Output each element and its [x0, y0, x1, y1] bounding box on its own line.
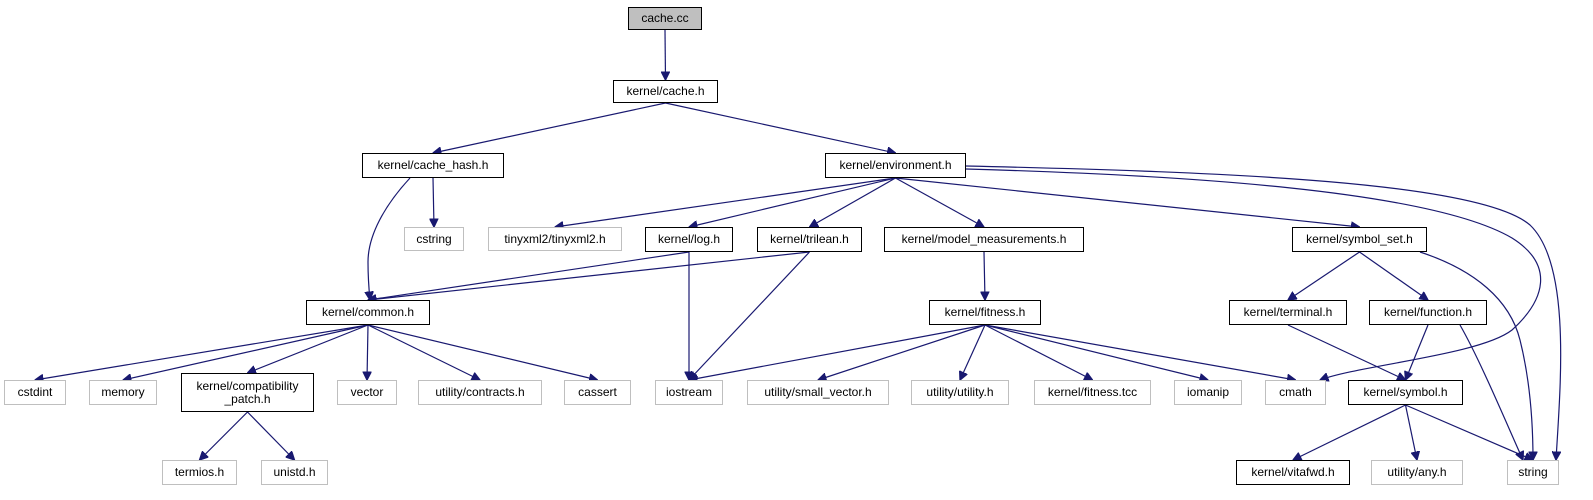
edge-cache-cc-to-kernel-cache-h: [665, 29, 666, 80]
edge-kernel-environment-h-to-kernel-model-measurements-h: [895, 177, 985, 227]
node-iostream[interactable]: iostream: [655, 380, 723, 405]
node-cmath[interactable]: cmath: [1265, 380, 1326, 405]
edge-kernel-environment-h-to-kernel-trilean-h: [810, 177, 896, 227]
edge-kernel-common-h-to-cassert: [367, 324, 598, 380]
node-kernel-symbol-h[interactable]: kernel/symbol.h: [1348, 380, 1463, 405]
node-utility-utility-h[interactable]: utility/utility.h: [911, 380, 1009, 405]
edge-kernel-compat-h-to-unistd-h: [247, 411, 295, 460]
edge-kernel-environment-h-to-cmath: [965, 168, 1542, 380]
node-kernel-common-h[interactable]: kernel/common.h: [306, 300, 430, 325]
edge-kernel-environment-h-to-kernel-log-h: [689, 177, 896, 227]
edge-kernel-trilean-h-to-iostream: [689, 251, 810, 380]
edge-kernel-fitness-h-to-iostream: [689, 324, 986, 380]
edge-kernel-common-h-to-utility-contracts-h: [367, 324, 480, 380]
edge-kernel-cache-hash-h-to-cstring: [433, 177, 434, 227]
node-cache-cc[interactable]: cache.cc: [628, 7, 702, 30]
edge-kernel-cache-hash-h-to-kernel-common-h: [368, 177, 411, 300]
node-utility-small-vector-h[interactable]: utility/small_vector.h: [747, 380, 889, 405]
edge-kernel-common-h-to-vector: [367, 324, 368, 380]
edge-kernel-environment-h-to-kernel-symbol-set-h: [895, 177, 1360, 227]
node-kernel-model-measurements-h[interactable]: kernel/model_measurements.h: [884, 227, 1084, 252]
node-kernel-symbol-set-h[interactable]: kernel/symbol_set.h: [1292, 227, 1427, 252]
node-kernel-trilean-h[interactable]: kernel/trilean.h: [757, 227, 862, 252]
node-kernel-fitness-tcc[interactable]: kernel/fitness.tcc: [1034, 380, 1151, 405]
node-cstdint[interactable]: cstdint: [4, 380, 66, 405]
edge-kernel-compat-h-to-termios-h: [200, 411, 248, 460]
edge-kernel-symbol-h-to-kernel-vitafwd-h: [1293, 404, 1406, 460]
node-kernel-cache-h[interactable]: kernel/cache.h: [613, 80, 718, 103]
edge-kernel-symbol-set-h-to-kernel-function-h: [1359, 251, 1429, 300]
edge-kernel-fitness-h-to-utility-utility-h: [960, 324, 986, 380]
node-cstring[interactable]: cstring: [404, 227, 464, 251]
node-kernel-log-h[interactable]: kernel/log.h: [645, 227, 733, 252]
node-tinyxml2[interactable]: tinyxml2/tinyxml2.h: [488, 227, 622, 251]
node-kernel-function-h[interactable]: kernel/function.h: [1369, 300, 1487, 325]
edge-kernel-cache-h-to-kernel-environment-h: [665, 102, 896, 153]
edge-kernel-common-h-to-cstdint: [35, 324, 369, 380]
node-string[interactable]: string: [1507, 460, 1559, 485]
edge-kernel-fitness-h-to-utility-small-vector-h: [818, 324, 986, 380]
edge-kernel-common-h-to-kernel-compat-h: [248, 324, 369, 373]
edge-kernel-symbol-h-to-utility-any-h: [1404, 404, 1418, 460]
node-kernel-terminal-h[interactable]: kernel/terminal.h: [1229, 300, 1347, 325]
node-iomanip[interactable]: iomanip: [1174, 380, 1242, 405]
node-termios-h[interactable]: termios.h: [162, 460, 237, 485]
edge-kernel-environment-h-to-tinyxml2: [555, 177, 896, 227]
edge-kernel-fitness-h-to-iomanip: [984, 324, 1208, 380]
edge-kernel-symbol-h-to-string: [1405, 404, 1534, 460]
node-vector[interactable]: vector: [337, 380, 397, 405]
node-kernel-fitness-h[interactable]: kernel/fitness.h: [929, 300, 1041, 325]
node-memory[interactable]: memory: [89, 380, 157, 405]
edge-kernel-fitness-h-to-cmath: [984, 324, 1296, 380]
node-cassert[interactable]: cassert: [564, 380, 631, 405]
node-kernel-compat-h[interactable]: kernel/compatibility _patch.h: [181, 373, 314, 412]
edge-kernel-terminal-h-to-kernel-symbol-h: [1287, 324, 1406, 380]
edge-kernel-fitness-h-to-kernel-fitness-tcc: [984, 324, 1093, 380]
edge-kernel-log-h-to-kernel-common-h: [368, 251, 690, 300]
edge-kernel-cache-h-to-kernel-cache-hash-h: [433, 102, 666, 153]
edge-kernel-common-h-to-memory: [123, 324, 369, 380]
edge-kernel-function-h-to-kernel-symbol-h: [1406, 324, 1429, 380]
edge-kernel-environment-h-to-string: [965, 165, 1562, 460]
edge-kernel-symbol-set-h-to-string: [1419, 251, 1533, 460]
node-kernel-environment-h[interactable]: kernel/environment.h: [825, 153, 966, 178]
node-unistd-h[interactable]: unistd.h: [261, 460, 328, 485]
edge-kernel-model-measurements-h-to-kernel-fitness-h: [984, 251, 985, 300]
node-utility-any-h[interactable]: utility/any.h: [1371, 460, 1463, 485]
node-kernel-cache-hash-h[interactable]: kernel/cache_hash.h: [362, 153, 504, 178]
node-utility-contracts-h[interactable]: utility/contracts.h: [418, 380, 542, 405]
edge-kernel-symbol-set-h-to-kernel-terminal-h: [1288, 251, 1360, 300]
node-kernel-vitafwd-h[interactable]: kernel/vitafwd.h: [1236, 460, 1350, 485]
edge-kernel-function-h-to-string: [1459, 324, 1523, 460]
edge-kernel-trilean-h-to-kernel-common-h: [368, 251, 810, 300]
